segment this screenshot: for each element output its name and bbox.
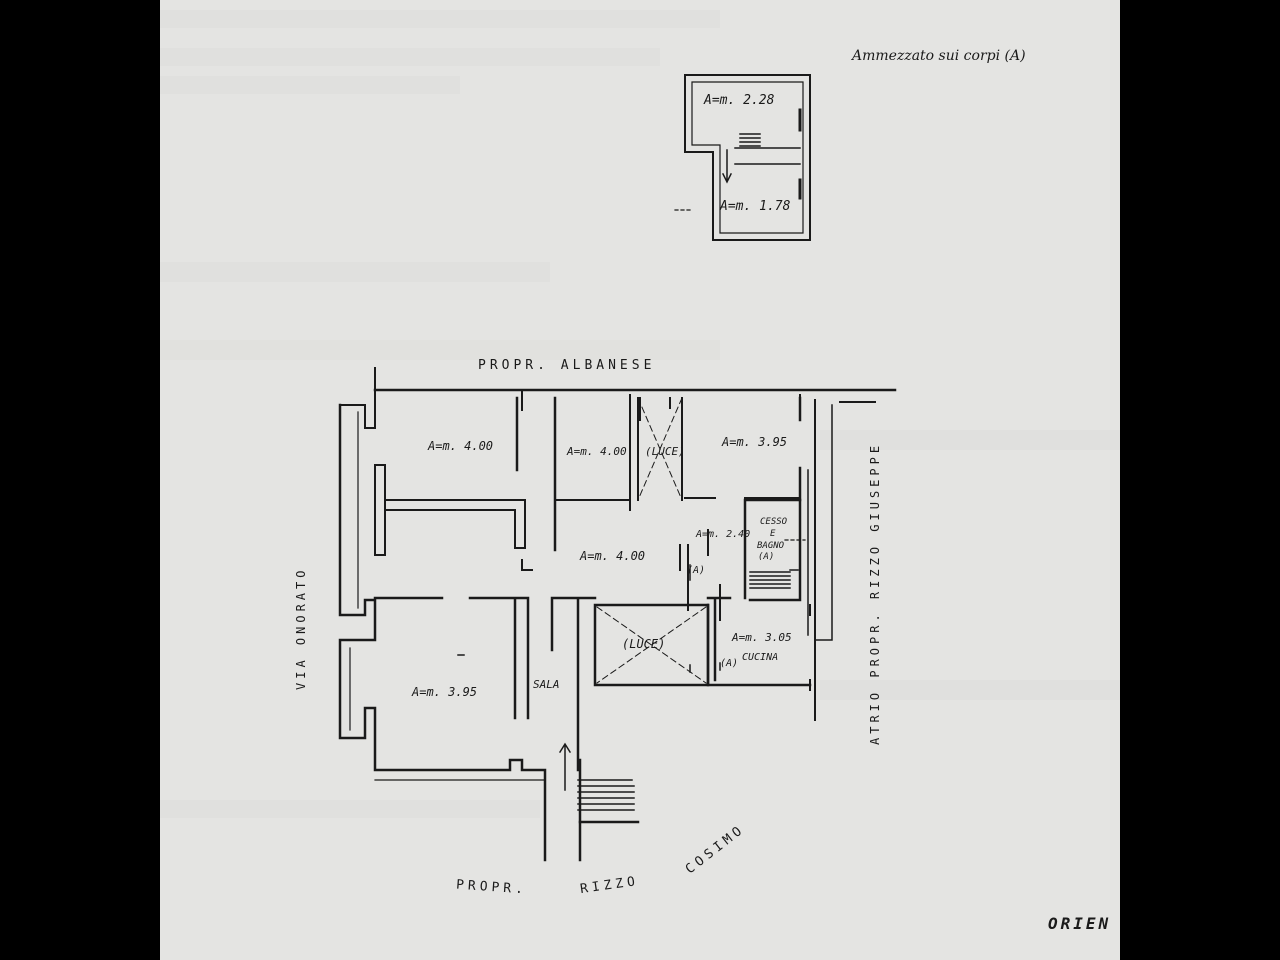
east-neighbor-label: ATRIO PROPR. RIZZO GIUSEPPE (868, 441, 882, 745)
east-wall-inner (814, 404, 833, 641)
document-sheet: A=m. 2.28 A=m. 1.78 PROPR. ALBANESE VIA … (160, 0, 1120, 960)
annex-mark: (A) (687, 565, 706, 576)
room-label: A=m. 4.00 (428, 439, 494, 453)
west-street-label: VIA ONORATO (294, 566, 308, 690)
door-marks (457, 564, 721, 673)
mezzanine-arrow (721, 149, 733, 184)
bleed-through-line (160, 340, 720, 360)
luce1-box (637, 397, 683, 501)
entrance-arrow (558, 742, 572, 791)
bath-label-3: BAGNO (757, 541, 785, 551)
bath-label-1: CESSO (760, 517, 788, 527)
mezzanine-outer-wall (684, 74, 811, 241)
bath-walls (743, 498, 802, 602)
mezzanine-room-label: A=m. 2.28 (704, 93, 775, 108)
bleed-through-line (160, 10, 720, 28)
mezzanine-room-label: A=m. 1.78 (720, 199, 791, 214)
west-wall (338, 403, 547, 862)
mezzanine-partition (734, 147, 801, 165)
room-label: A=m. 3.95 (722, 435, 788, 449)
north-windows (521, 389, 801, 421)
bath-label-4: (A) (758, 552, 775, 562)
north-neighbor-label: PROPR. ALBANESE (478, 358, 656, 373)
south-stair-steps (577, 779, 635, 811)
light-well-label: (LUCE) (645, 445, 685, 458)
sala-label: SALA (533, 678, 560, 691)
bath-stair (749, 571, 791, 589)
west-wall-outer (339, 404, 376, 429)
room-label: A=m. 4.00 (567, 445, 627, 458)
kitchen-label: CUCINA (742, 652, 779, 663)
bleed-through-line (160, 76, 460, 94)
luce2-diag (596, 606, 707, 684)
wall-r2-south (554, 484, 631, 501)
mezzanine-plan (674, 74, 811, 241)
room-label: A=m. 2.40 (696, 529, 751, 540)
wall-central-2 (550, 596, 597, 772)
room-label: A=m. 3.05 (732, 631, 792, 644)
kitchen-annex-mark: (A) (720, 658, 739, 669)
bleed-through-line (820, 680, 1120, 700)
floor-plan-drawing (338, 74, 897, 862)
bleed-through-line (160, 800, 540, 818)
mezzanine-stair (739, 133, 761, 147)
room-label: A=m. 3.95 (412, 685, 478, 699)
main-plan (338, 367, 897, 862)
wall-corridor (521, 559, 533, 571)
wall-r1-south (384, 499, 526, 549)
luce1-diag (637, 397, 683, 501)
bleed-through-line (160, 262, 550, 282)
wall-central-1 (373, 596, 530, 720)
center-divider (707, 529, 721, 621)
wall-r1-west (374, 464, 386, 556)
mezzanine-inner-wall (691, 81, 804, 234)
bleed-through-line (820, 430, 1120, 450)
orientation-label: ORIEN (1048, 914, 1112, 933)
room-label: A=m. 4.00 (580, 549, 646, 563)
light-well-label: (LUCE) (622, 637, 666, 651)
wall-central-3 (679, 544, 689, 611)
bath-label-2: E (770, 529, 776, 539)
bleed-through-line (160, 48, 660, 66)
mezzanine-note: Ammezzato sui corpi (A) (852, 48, 1026, 64)
